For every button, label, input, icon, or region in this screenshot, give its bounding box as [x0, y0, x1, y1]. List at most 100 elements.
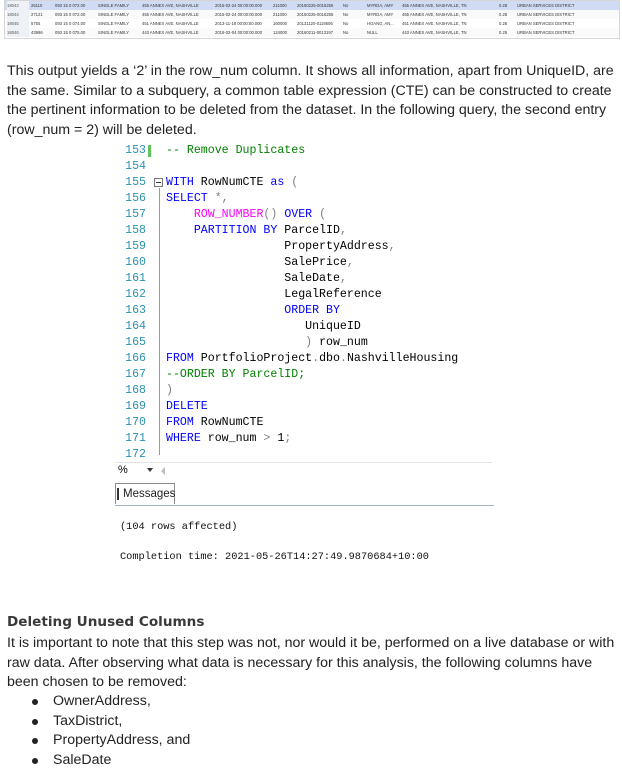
cell-ref: 20131120-0119506	[297, 21, 333, 26]
tab-messages-label: Messages	[123, 488, 176, 500]
code-line[interactable]: ROW_NUMBER() OVER (	[193, 208, 327, 221]
tab-messages[interactable]: Messages	[115, 483, 175, 504]
line-number: 154	[125, 160, 146, 173]
line-number: 168	[125, 384, 146, 397]
cell-dist: URBAN SERVICES DISTRICT	[517, 30, 575, 35]
completion-time-message: Completion time: 2021-05-26T14:27:49.987…	[120, 551, 429, 563]
cell-oaddr: 443 ANNEX AVE, NASHVILLE, TN	[402, 30, 467, 35]
message-icon	[117, 488, 119, 500]
cell-id: 18043	[7, 1, 29, 10]
cell-acre: 0.28	[499, 12, 508, 17]
cell-owner: MYRDA, AMY	[367, 12, 394, 17]
line-number: 160	[125, 256, 146, 269]
line-number: 156	[125, 192, 146, 205]
cell-addr: 455 ANNEX AVE, NASHVILLE	[142, 12, 199, 17]
line-number: 165	[125, 336, 146, 349]
cell-id: 18045	[7, 19, 29, 28]
cell-owner: HOANG, AN...	[367, 21, 394, 26]
cell-ref: 20160211-0013197	[297, 30, 334, 35]
code-line[interactable]: UniqueID	[166, 320, 361, 333]
cell-pid: 27121	[31, 12, 43, 17]
list-item: PropertyAddress, and	[30, 731, 190, 751]
section-heading: Deleting Unused Columns	[7, 614, 205, 630]
cell-vac: No	[343, 12, 349, 17]
collapse-toggle-icon[interactable]	[154, 178, 163, 187]
cell-ref: 20150225-0016255	[297, 12, 334, 17]
cell-price: 160000	[273, 21, 287, 26]
code-line[interactable]: ) row_num	[305, 336, 368, 349]
results-tabbar: Messages	[115, 481, 494, 506]
line-number: 157	[125, 208, 146, 221]
intro-paragraph: This output yields a ‘2’ in the row_num …	[7, 63, 614, 138]
zoom-level[interactable]: %	[118, 464, 128, 476]
cell-vac: No	[343, 30, 349, 35]
cell-use: SINGLE FAMILY	[98, 3, 130, 8]
cell-date: 2015-02-24 00:00:00.000	[215, 12, 263, 17]
cell-parcel: 093 15 0 072.00	[55, 3, 86, 8]
cell-owner: NULL	[367, 30, 378, 35]
cell-ref: 20150225-0016255	[297, 3, 334, 8]
list-item: TaxDistrict,	[30, 712, 190, 732]
changed-line-marker	[148, 145, 151, 157]
editor-status-bar: %	[115, 462, 492, 479]
code-line[interactable]: LegalReference	[166, 288, 382, 301]
code-line[interactable]: FROM RowNumCTE	[166, 416, 264, 429]
line-number: 153	[125, 144, 146, 157]
code-line[interactable]: DELETE	[166, 400, 208, 413]
cell-oaddr: 451 ANNEX AVE, NASHVILLE, TN	[402, 21, 467, 26]
line-number: 155	[125, 176, 146, 189]
code-line[interactable]: --ORDER BY ParcelID;	[166, 368, 306, 381]
cell-acre: 0.28	[499, 3, 508, 8]
code-line[interactable]: WITH RowNumCTE as (	[166, 176, 299, 189]
sql-editor[interactable]: 153 -- Remove Duplicates 154 155 WITH RowNum…	[115, 141, 492, 461]
cell-acre: 0.25	[499, 30, 508, 35]
line-number: 171	[125, 432, 146, 445]
cell-parcel: 093 15 0 072.00	[55, 12, 86, 17]
code-line[interactable]: SaleDate,	[166, 272, 347, 285]
line-number: 161	[125, 272, 146, 285]
line-number: 164	[125, 320, 146, 333]
cell-pid: 43996	[31, 30, 43, 35]
line-number: 170	[125, 416, 146, 429]
line-number: 163	[125, 304, 146, 317]
rows-affected-message: (104 rows affected)	[120, 521, 238, 533]
cell-use: SINGLE FAMILY	[98, 30, 130, 35]
cell-addr: 451 ANNEX AVE, NASHVILLE	[142, 21, 199, 26]
code-line[interactable]: )	[166, 384, 173, 397]
line-number: 172	[125, 448, 146, 461]
line-number: 166	[125, 352, 146, 365]
cell-pid: 25110	[31, 3, 43, 8]
list-item: OwnerAddress,	[30, 692, 190, 712]
cell-dist: URBAN SERVICES DISTRICT	[517, 3, 575, 8]
cell-use: SINGLE FAMILY	[98, 21, 130, 26]
cell-id: 18044	[7, 10, 29, 19]
cell-parcel: 093 15 0 074.00	[55, 21, 86, 26]
code-line[interactable]: WHERE row_num > 1;	[166, 432, 292, 445]
code-line[interactable]: SELECT *,	[166, 192, 229, 205]
line-number: 167	[125, 368, 146, 381]
cell-vac: No	[343, 3, 349, 8]
cell-addr: 455 ANNEX AVE, NASHVILLE	[142, 3, 199, 8]
cell-price: 211000	[273, 12, 287, 17]
cell-oaddr: 455 ANNEX AVE, NASHVILLE, TN	[402, 3, 467, 8]
code-line[interactable]: -- Remove Duplicates	[166, 144, 306, 157]
code-line[interactable]: PropertyAddress,	[166, 240, 396, 253]
code-line[interactable]: PARTITION BY ParcelID,	[193, 224, 347, 237]
cell-id: 18046	[7, 28, 29, 37]
fold-guide	[159, 188, 160, 455]
line-number: 158	[125, 224, 146, 237]
code-line[interactable]: FROM PortfolioProject.dbo.NashvilleHousi…	[166, 352, 459, 365]
scroll-left-icon[interactable]	[161, 467, 165, 475]
cell-price: 211000	[273, 3, 287, 8]
code-line[interactable]: SalePrice,	[166, 256, 354, 269]
list-item: SaleDate	[30, 751, 190, 771]
code-line[interactable]: ORDER BY	[284, 304, 340, 317]
line-number: 162	[125, 288, 146, 301]
chevron-down-icon[interactable]	[147, 468, 153, 472]
cell-date: 2013-11-18 00:00:00.000	[215, 21, 262, 26]
